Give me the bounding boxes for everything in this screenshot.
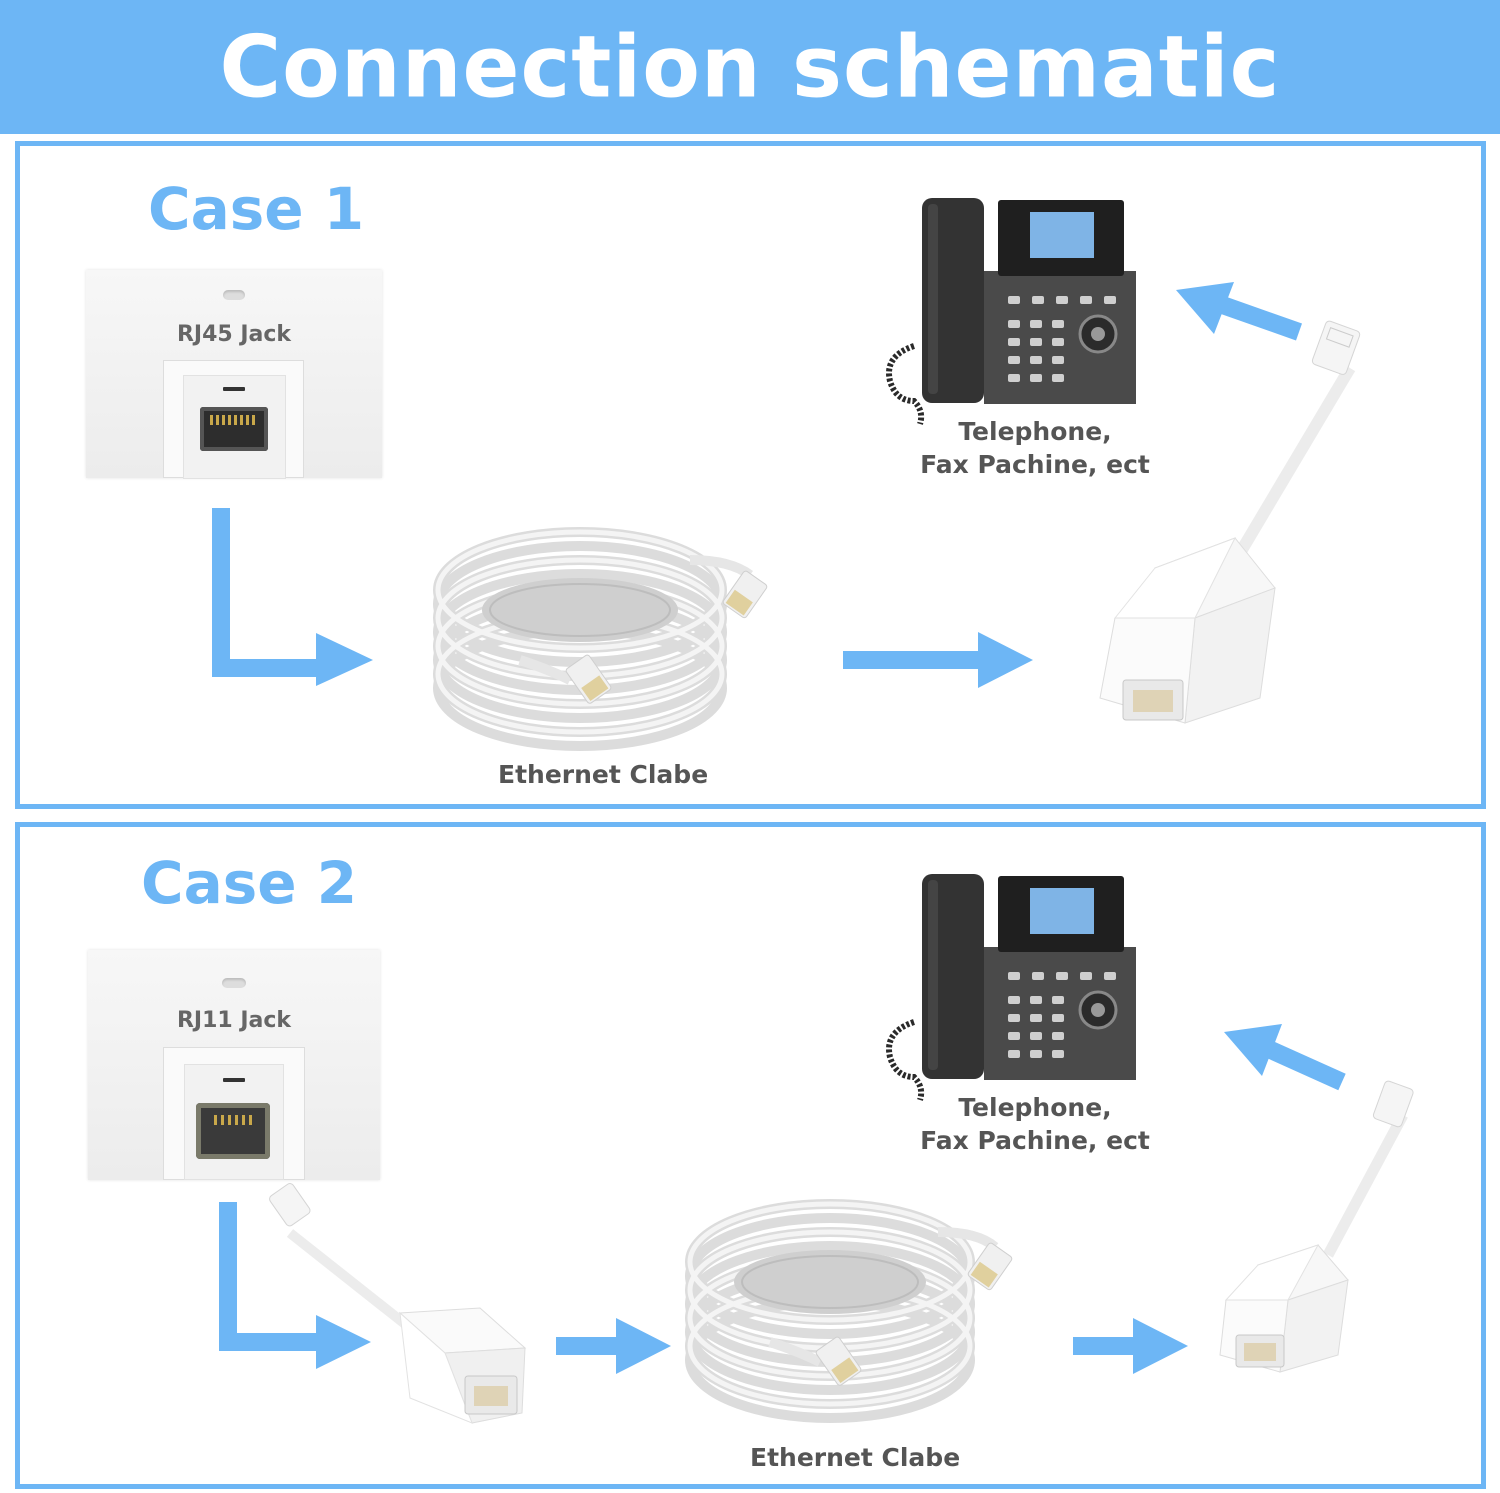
case2-cable-label: Ethernet Clabe xyxy=(750,1443,961,1472)
ethernet-cable-icon xyxy=(433,527,768,751)
rj11-port-icon xyxy=(196,1103,270,1159)
arrow-icon xyxy=(1224,1024,1346,1091)
ip-phone-icon xyxy=(886,874,1136,1101)
case1-phone-label-line1: Telephone, xyxy=(958,417,1112,446)
case2-phone-label-line2: Fax Pachine, ect xyxy=(920,1125,1150,1155)
ethernet-cable-icon xyxy=(685,1199,1013,1423)
arrow-icon xyxy=(556,1318,671,1374)
rj11-to-rj45-adapter-icon xyxy=(1099,320,1361,724)
rj11-to-rj45-adapter-icon xyxy=(269,1183,527,1424)
plate-screw-icon xyxy=(223,290,245,300)
case2-title: Case 2 xyxy=(141,849,358,917)
arrow-icon xyxy=(219,1202,371,1369)
case1-phone-label-line2: Fax Pachine, ect xyxy=(920,449,1150,479)
case2-phone-label: Telephone, Fax Pachine, ect xyxy=(905,1092,1165,1157)
wall-jack-rj45-icon: RJ45 Jack xyxy=(86,270,382,479)
wall-jack-rj11-icon: RJ11 Jack xyxy=(88,950,380,1180)
jack-insert xyxy=(163,1047,305,1180)
plate-screw-icon xyxy=(222,978,246,988)
case1-title: Case 1 xyxy=(148,175,365,243)
arrow-icon xyxy=(1073,1318,1188,1374)
case1-phone-label: Telephone, Fax Pachine, ect xyxy=(905,416,1165,481)
header-bar xyxy=(0,0,1500,134)
case2-phone-label-line1: Telephone, xyxy=(958,1093,1112,1122)
arrow-icon xyxy=(843,632,1033,688)
rj11-to-rj45-adapter-icon xyxy=(1219,1080,1414,1373)
case1-cable-label: Ethernet Clabe xyxy=(498,760,709,789)
rj11-jack-label: RJ11 Jack xyxy=(176,1008,292,1033)
arrow-icon xyxy=(1176,282,1302,341)
rj45-port-icon xyxy=(200,407,268,451)
arrow-icon xyxy=(212,508,373,686)
rj45-jack-label: RJ45 Jack xyxy=(176,322,292,347)
jack-insert xyxy=(163,360,304,479)
page-title: Connection schematic xyxy=(219,17,1281,117)
ip-phone-icon xyxy=(886,198,1136,425)
